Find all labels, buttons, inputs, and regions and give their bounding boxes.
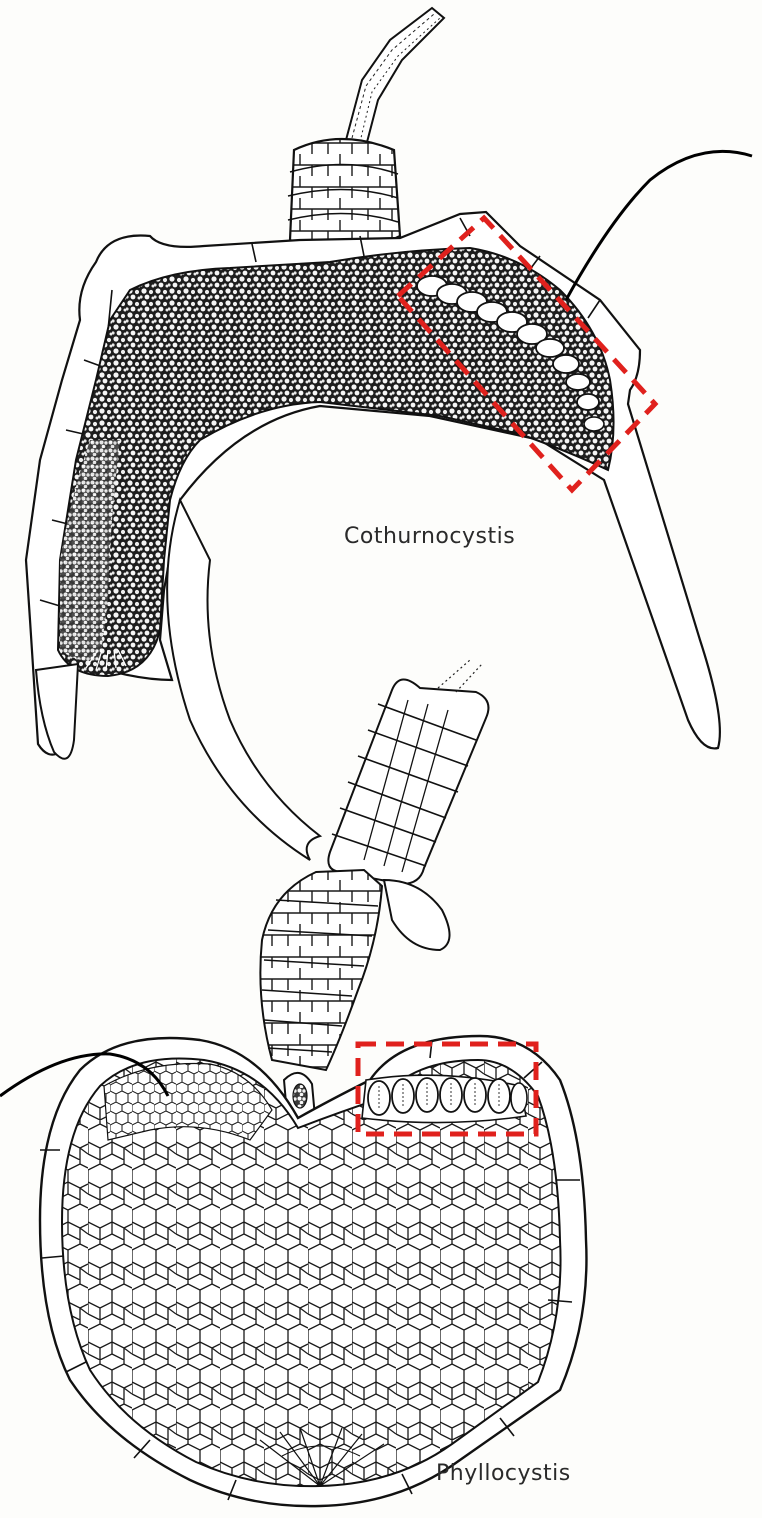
top-theca	[58, 248, 614, 676]
cothurnocystis-label: Cothurnocystis	[344, 524, 515, 549]
phyllocystis-label: Phyllocystis	[436, 1461, 571, 1486]
top-pointer-line	[566, 151, 752, 300]
top-stem-distal	[346, 8, 444, 146]
phyllocystis-fossil	[0, 660, 586, 1506]
bottom-gill-slits	[362, 1075, 527, 1122]
top-stem-proximal	[288, 139, 400, 250]
